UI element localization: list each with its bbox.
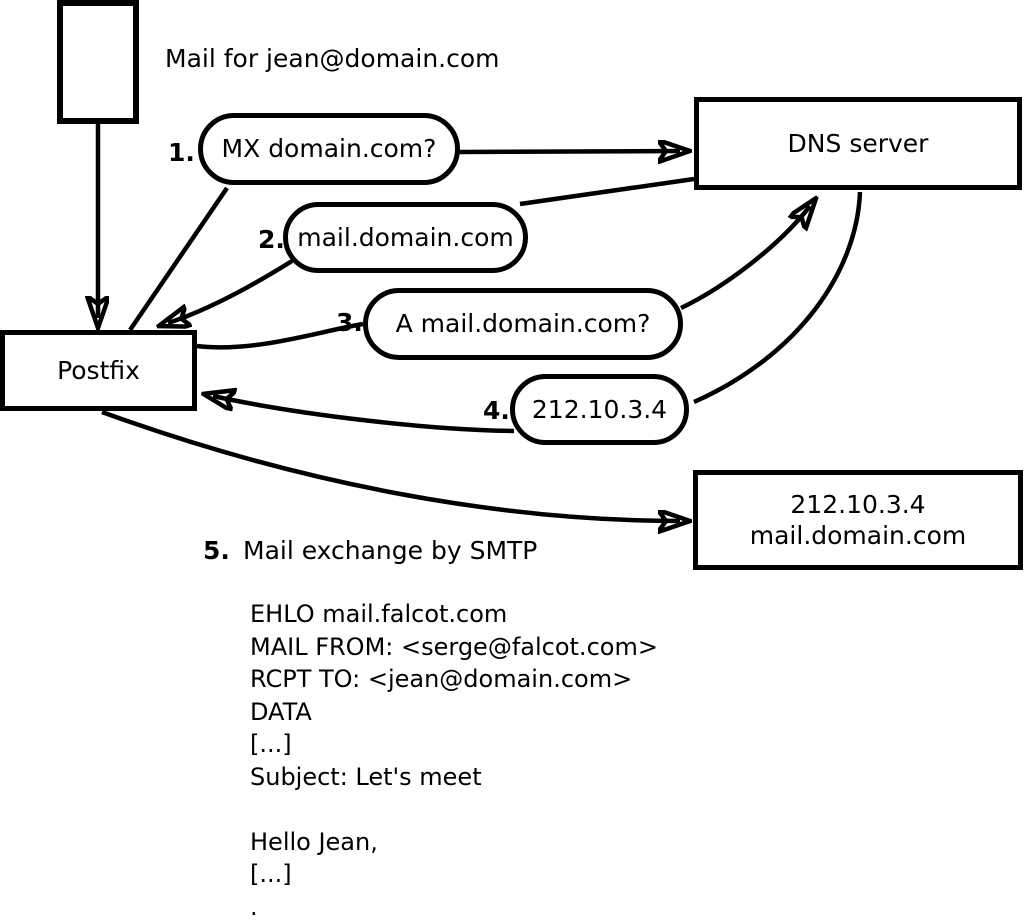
dns-server-label: DNS server [788, 129, 929, 159]
step1-mx-query-label: MX domain.com? [222, 134, 437, 164]
step2-mx-response-label: mail.domain.com [297, 223, 513, 253]
smtp-line [250, 793, 658, 826]
mail-server-hostname: mail.domain.com [750, 520, 966, 551]
step3-number: 3. [336, 309, 363, 337]
step1-mx-query-pill: MX domain.com? [198, 113, 460, 185]
smtp-line: . [250, 891, 658, 923]
step3-a-query-label: A mail.domain.com? [396, 309, 651, 339]
smtp-line: MAIL FROM: <serge@falcot.com> [250, 631, 658, 664]
smtp-line: [...] [250, 728, 658, 761]
smtp-line: Subject: Let's meet [250, 761, 658, 794]
step5-number: 5. [203, 537, 230, 565]
step3-a-query-pill: A mail.domain.com? [363, 288, 683, 360]
connector-postfix-mx-query [130, 188, 227, 330]
mail-message-icon [57, 0, 139, 124]
connector-dns-mx-response [520, 179, 694, 204]
arrow-a-response-to-postfix [213, 396, 514, 431]
smtp-line: Hello Jean, [250, 826, 658, 859]
connector-dns-a-response [694, 192, 860, 402]
mail-server-ip: 212.10.3.4 [790, 489, 925, 520]
smtp-line: DATA [250, 696, 658, 729]
step4-a-response-pill: 212.10.3.4 [510, 374, 689, 445]
postfix-node: Postfix [0, 330, 197, 411]
step2-mx-response-pill: mail.domain.com [283, 202, 528, 273]
step4-a-response-label: 212.10.3.4 [532, 395, 667, 425]
arrow-mx-query-to-dns [459, 151, 680, 152]
step5-label: Mail exchange by SMTP [243, 537, 537, 566]
smtp-line: RCPT TO: <jean@domain.com> [250, 663, 658, 696]
mail-note-label: Mail for jean@domain.com [165, 45, 500, 74]
dns-server-node: DNS server [694, 97, 1022, 190]
step2-number: 2. [258, 226, 285, 254]
postfix-label: Postfix [57, 356, 140, 386]
step1-number: 1. [168, 139, 195, 167]
smtp-line: [...] [250, 858, 658, 891]
step4-number: 4. [483, 397, 510, 425]
smtp-session-text: EHLO mail.falcot.com MAIL FROM: <serge@f… [250, 598, 658, 923]
mail-server-node: 212.10.3.4 mail.domain.com [693, 470, 1023, 570]
smtp-line: EHLO mail.falcot.com [250, 598, 658, 631]
arrow-a-query-to-dns [681, 206, 810, 308]
arrow-mx-response-to-postfix [168, 261, 292, 323]
